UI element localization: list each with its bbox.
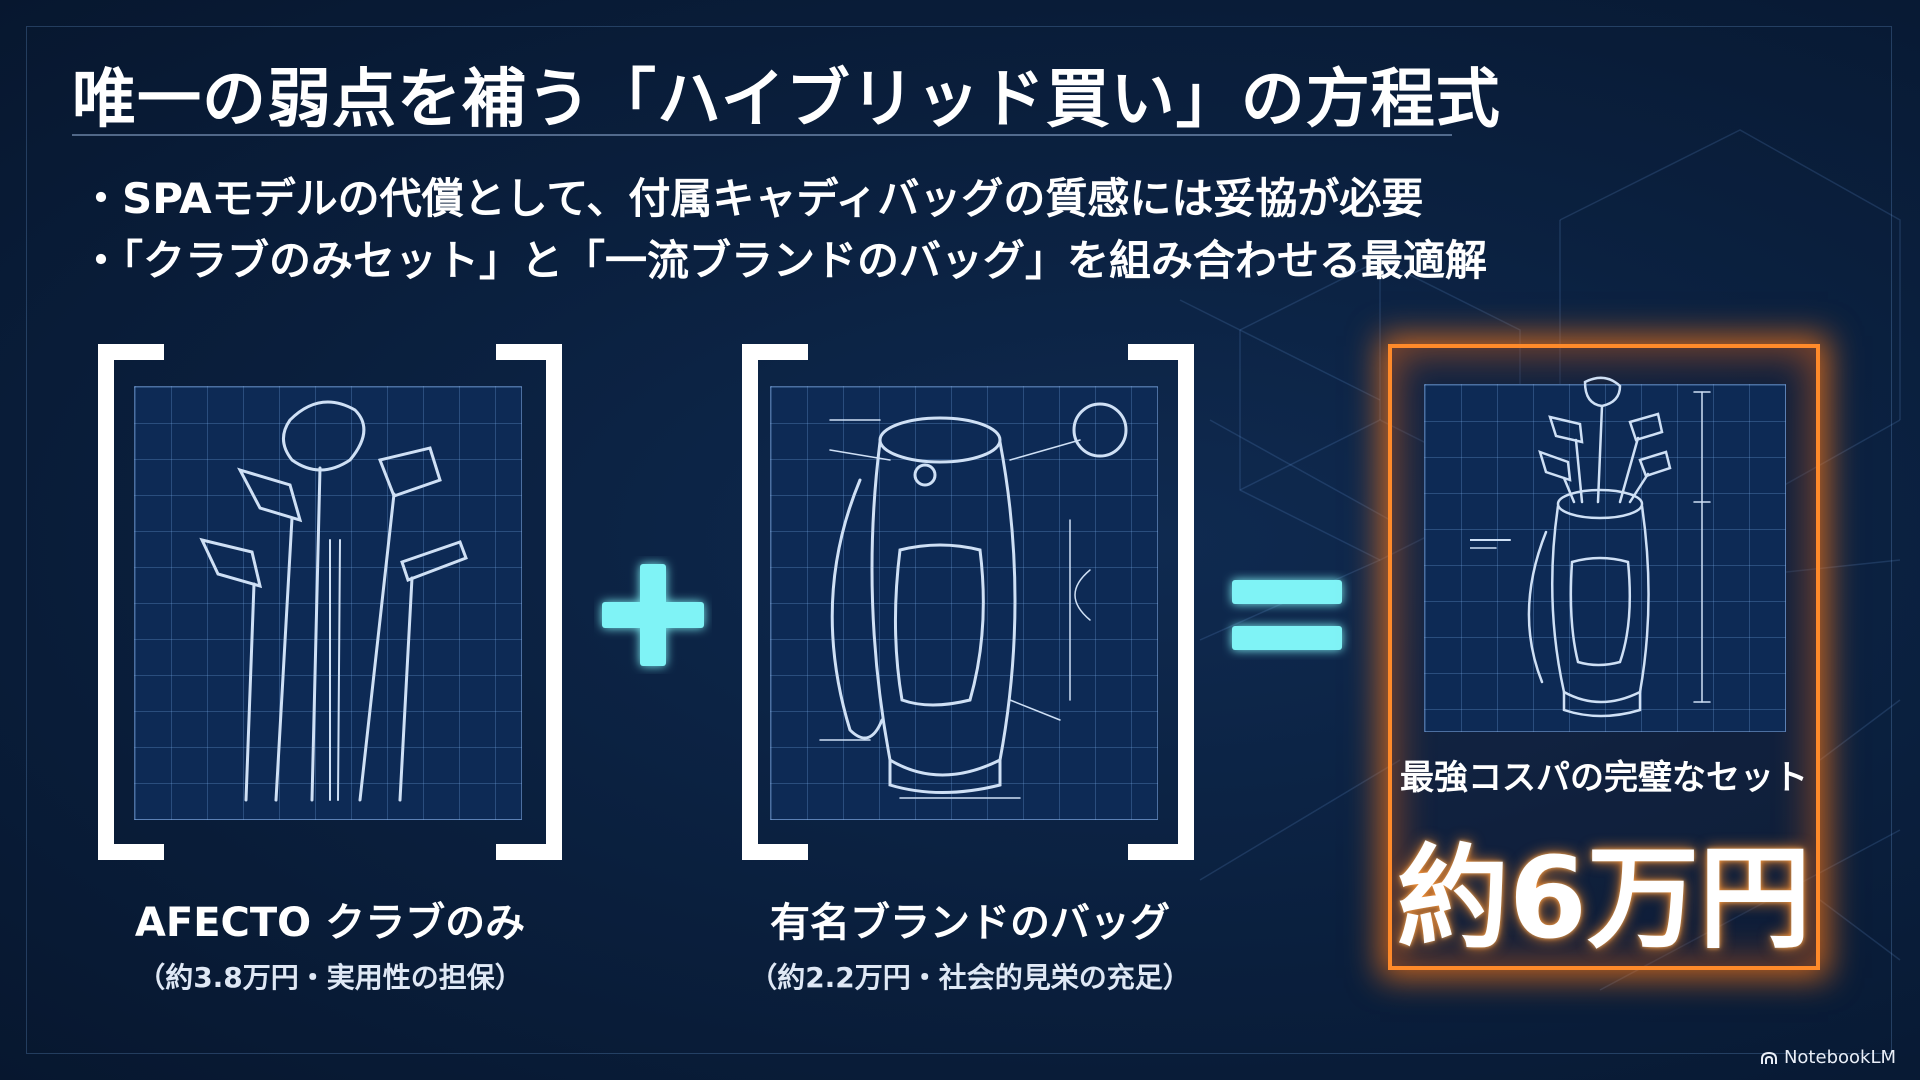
plus-icon [602, 564, 704, 666]
bullet-item: ・SPAモデルの代償として、付属キャディバッグの質感には妥協が必要 [80, 174, 1424, 223]
bag-label: 有名ブランドのバッグ [770, 900, 1170, 946]
bag-price-note: （約2.2万円・社会的見栄の充足） [749, 961, 1191, 994]
bullet-list: ・SPAモデルの代償として、付属キャディバッグの質感には妥協が必要 ・「クラブの… [80, 168, 1580, 292]
equals-icon [1232, 580, 1342, 650]
clubs-label: AFECTO クラブのみ [134, 900, 526, 946]
middle-bracket-close [1128, 344, 1194, 860]
clubs-panel-grid [134, 386, 522, 820]
bag-panel-grid [770, 386, 1158, 820]
slide-title: 唯一の弱点を補う「ハイブリッド買い」の方程式 [72, 63, 1501, 137]
clubs-caption: AFECTO クラブのみ （約3.8万円・実用性の担保） [100, 890, 560, 996]
notebooklm-logo-icon [1760, 1051, 1777, 1064]
clubs-price-note: （約3.8万円・実用性の担保） [137, 961, 523, 994]
slide-frame [26, 26, 1892, 1054]
left-bracket-open [98, 344, 164, 860]
bag-caption: 有名ブランドのバッグ （約2.2万円・社会的見栄の充足） [740, 890, 1200, 996]
title-divider [72, 134, 1452, 136]
bullet-item: ・「クラブのみセット」と「一流ブランドのバッグ」を組み合わせる最適解 [80, 236, 1488, 285]
caddie-bag-icon [819, 402, 1128, 799]
logo-text: NotebookLM [1783, 1047, 1896, 1068]
result-price: 約6万円 [1397, 834, 1811, 964]
result-label: 最強コスパの完璧なセット [1400, 758, 1808, 798]
notebooklm-logo: NotebookLM [1760, 1047, 1896, 1068]
middle-bracket-open [742, 344, 808, 860]
bag-with-clubs-icon [1470, 376, 1711, 718]
left-bracket-close [496, 344, 562, 860]
golf-clubs-icon [199, 400, 468, 802]
